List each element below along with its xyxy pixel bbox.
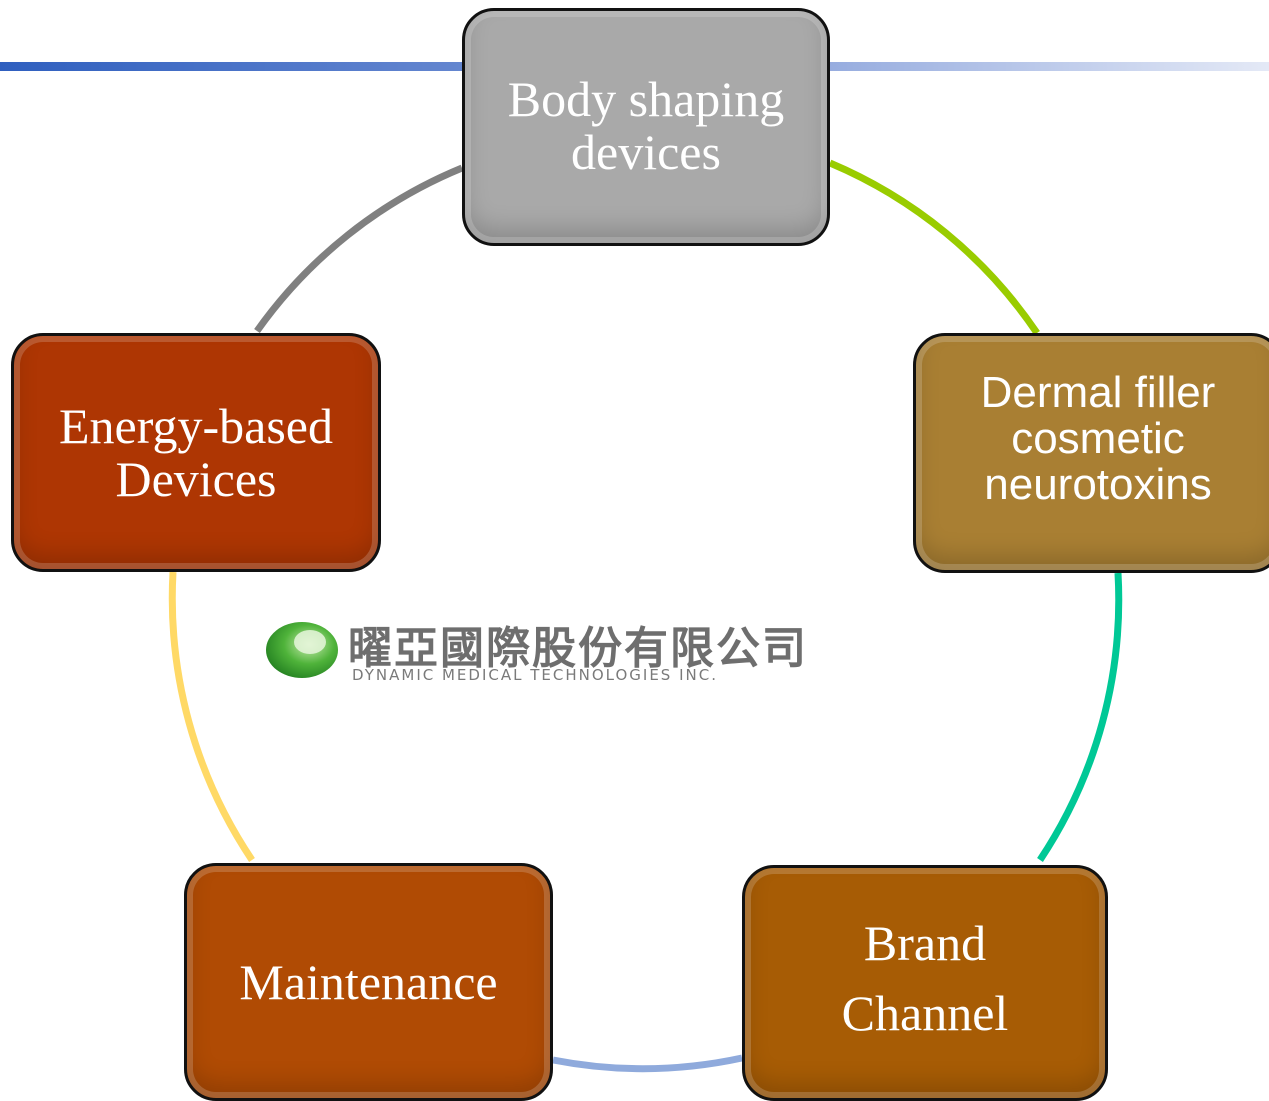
node-label: neurotoxins bbox=[984, 460, 1212, 510]
node-body-shaping-devices: Body shaping devices bbox=[462, 8, 830, 246]
node-dermal-filler: Dermal filler cosmetic neurotoxins bbox=[913, 333, 1269, 573]
node-label: Maintenance bbox=[239, 953, 498, 1010]
node-label: Channel bbox=[841, 985, 1009, 1041]
logo-english-name: DYNAMIC MEDICAL TECHNOLOGIES INC. bbox=[352, 666, 718, 684]
node-label: Energy-based bbox=[59, 398, 333, 454]
node-energy-based-devices: Energy-based Devices bbox=[11, 333, 381, 572]
arc-maintenance-to-energy bbox=[168, 571, 255, 862]
arc-brand-to-maintenance bbox=[552, 1054, 743, 1073]
arc-energy-to-body bbox=[254, 164, 464, 334]
node-maintenance: Maintenance bbox=[184, 863, 553, 1101]
node-label: cosmetic bbox=[1011, 414, 1185, 464]
node-brand-channel: Brand Channel bbox=[742, 865, 1108, 1101]
arc-body-to-dermal bbox=[828, 159, 1040, 335]
node-label: devices bbox=[571, 123, 721, 180]
company-logo: 曜亞國際股份有限公司 DYNAMIC MEDICAL TECHNOLOGIES … bbox=[262, 612, 1002, 692]
node-label: Devices bbox=[115, 450, 277, 507]
logo-chinese-name: 曜亞國際股份有限公司 bbox=[348, 623, 808, 674]
arc-dermal-to-brand bbox=[1037, 572, 1123, 862]
node-label: Brand bbox=[863, 914, 987, 971]
node-label: Dermal filler bbox=[980, 368, 1216, 417]
logo-leaf-icon bbox=[266, 622, 338, 678]
node-label: Body shaping bbox=[507, 71, 785, 127]
